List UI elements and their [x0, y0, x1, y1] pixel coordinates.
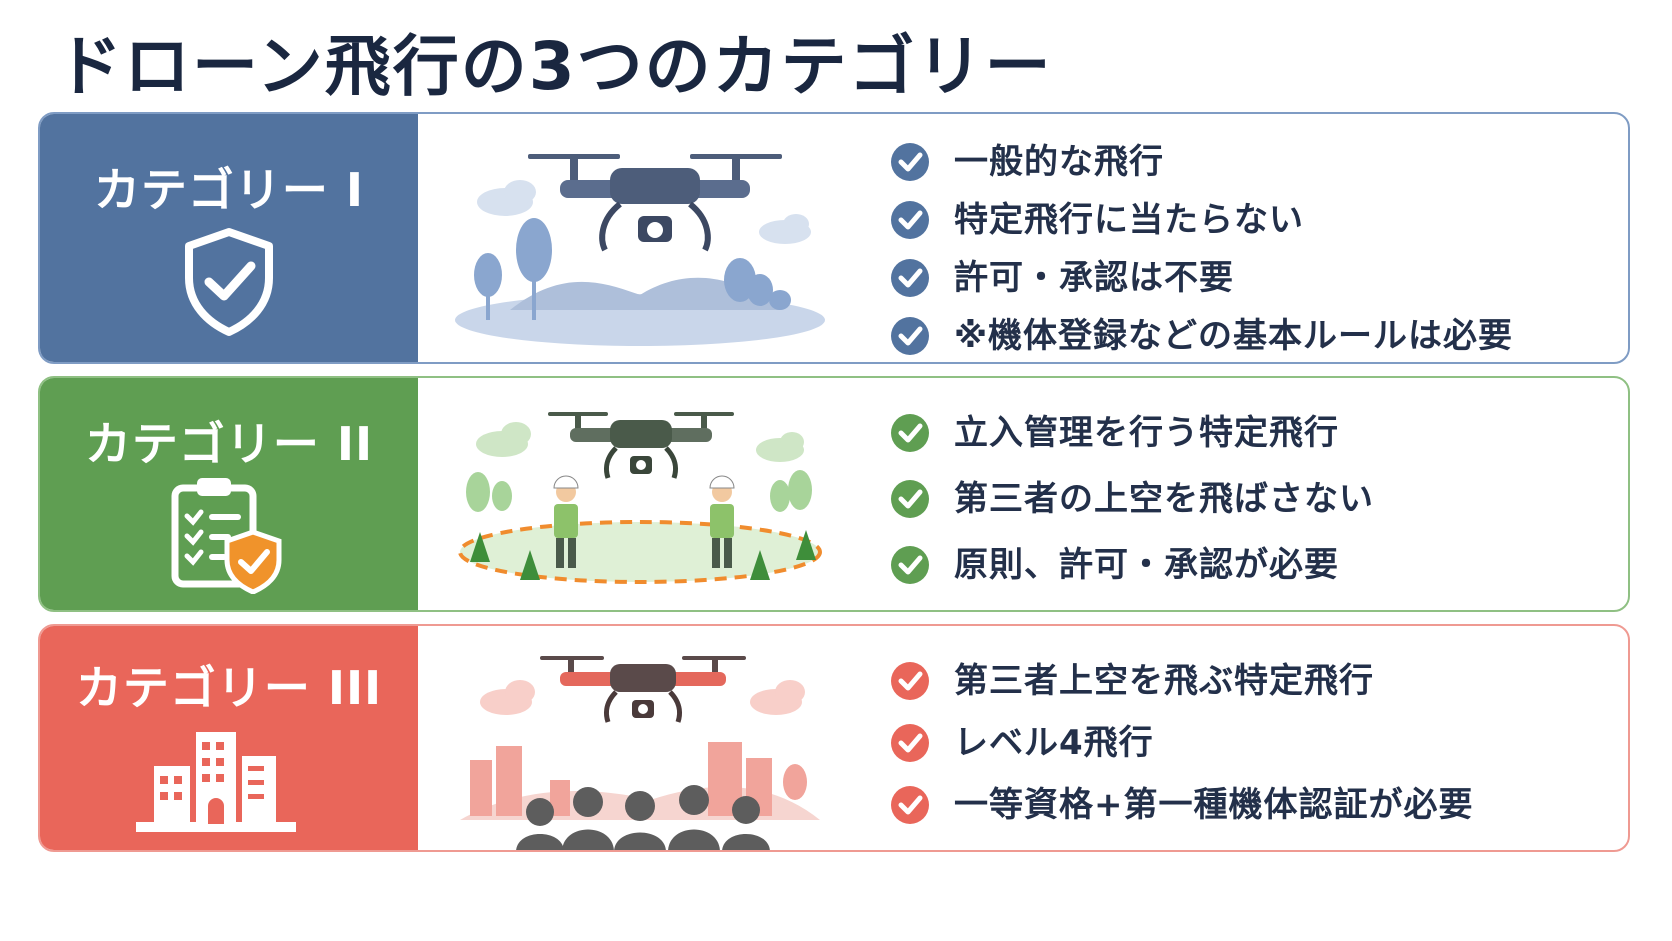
clipboard-shield-icon: [171, 478, 282, 594]
category-2-header: カテゴリー II: [40, 378, 418, 610]
category-1-card: カテゴリー I: [38, 112, 1630, 364]
check-circle-icon: [891, 480, 929, 518]
drone-landscape-illustration: [455, 154, 825, 346]
list-item-text: 一等資格+第一種機体認証が必要: [954, 785, 1474, 825]
check-circle-icon: [891, 414, 929, 452]
category-1-label: カテゴリー I: [93, 163, 365, 217]
crowd: [516, 785, 770, 850]
category-1-header: カテゴリー I: [40, 114, 418, 362]
list-item-text: 一般的な飛行: [954, 142, 1164, 182]
check-circle-icon: [891, 317, 929, 355]
check-circle-icon: [891, 546, 929, 584]
check-circle-icon: [891, 201, 929, 239]
operator-left: [553, 475, 579, 568]
list-item-text: ※機体登録などの基本ルールは必要: [954, 316, 1514, 356]
check-circle-icon: [891, 259, 929, 297]
list-item-text: 特定飛行に当たらない: [954, 200, 1304, 240]
operator-right: [709, 475, 735, 568]
shield-check-icon: [185, 228, 273, 336]
drone-icon: [540, 656, 746, 723]
check-circle-icon: [891, 662, 929, 700]
list-item-text: 第三者上空を飛ぶ特定飛行: [954, 661, 1374, 701]
list-item-text: 第三者の上空を飛ばさない: [954, 479, 1374, 519]
drone-crowd-illustration: [460, 656, 820, 850]
category-2-label: カテゴリー II: [84, 417, 374, 471]
category-2-card: カテゴリー II: [38, 376, 1630, 612]
drone-icon: [528, 154, 782, 252]
drone-icon: [548, 412, 734, 479]
check-circle-icon: [891, 143, 929, 181]
check-circle-icon: [891, 786, 929, 824]
check-circle-icon: [891, 724, 929, 762]
list-item-text: 原則、許可・承認が必要: [954, 545, 1339, 585]
drone-operators-illustration: [458, 412, 822, 584]
page-title: ドローン飛行の3つのカテゴリー: [56, 28, 1053, 105]
list-item-text: 立入管理を行う特定飛行: [954, 413, 1339, 453]
category-3-label: カテゴリー III: [75, 661, 383, 715]
category-3-card: カテゴリー III: [38, 624, 1630, 852]
category-3-header: カテゴリー III: [40, 626, 418, 850]
list-item-text: 許可・承認は不要: [954, 258, 1234, 298]
list-item-text: レベル4飛行: [954, 723, 1154, 763]
buildings-icon: [136, 732, 296, 832]
